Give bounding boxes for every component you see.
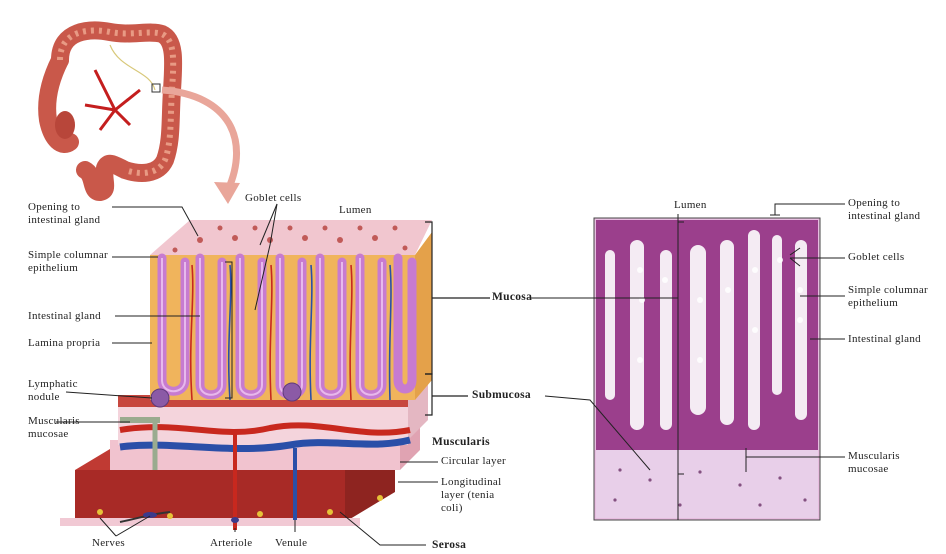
label-goblet-right: Goblet cells	[848, 251, 904, 264]
label-serosa: Serosa	[432, 539, 466, 552]
label-goblet-left: Goblet cells	[245, 192, 301, 205]
label-circular-layer: Circular layer	[441, 455, 506, 468]
label-lumen-right: Lumen	[674, 199, 707, 212]
label-nerves: Nerves	[92, 537, 125, 550]
tissue-block	[60, 220, 432, 530]
histology-micrograph	[594, 218, 820, 520]
label-venule: Venule	[275, 537, 307, 550]
label-lamina-propria: Lamina propria	[28, 337, 100, 350]
label-intestinal-gland-right: Intestinal gland	[848, 333, 921, 346]
label-intestinal-gland-left: Intestinal gland	[28, 310, 101, 323]
colon-overview-drawing	[47, 30, 173, 192]
label-arteriole: Arteriole	[210, 537, 252, 550]
label-lumen-left: Lumen	[339, 204, 372, 217]
label-submucosa: Submucosa	[472, 389, 531, 402]
label-mucosa: Mucosa	[492, 291, 532, 304]
label-muscularis: Muscularis	[432, 436, 490, 449]
layer-brackets	[425, 222, 490, 415]
